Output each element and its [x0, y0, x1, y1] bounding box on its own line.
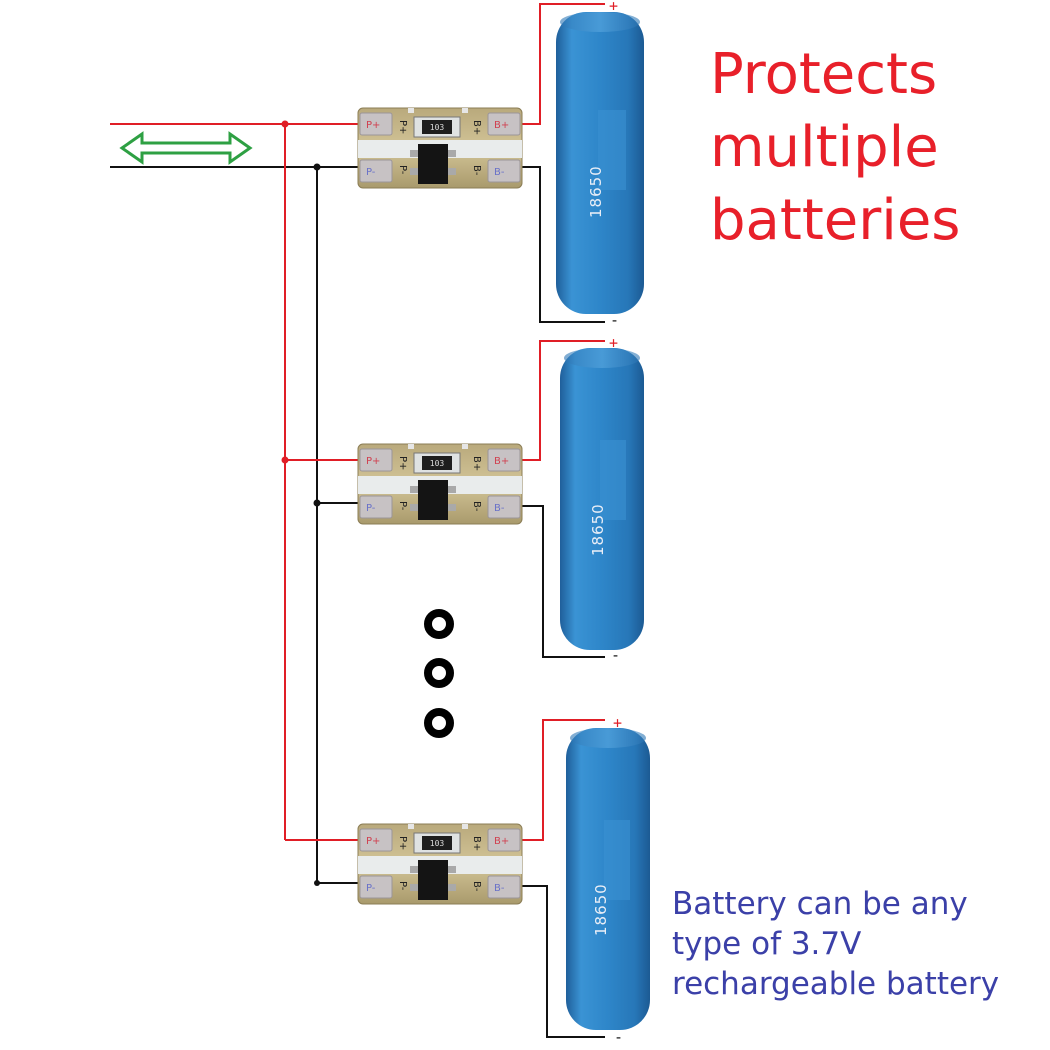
side-label: P-	[397, 881, 408, 891]
double-headed-arrow-icon	[119, 131, 253, 165]
pad-label: B-	[494, 167, 505, 178]
battery-cell: 18650 + -	[560, 334, 644, 664]
side-label: P+	[397, 120, 408, 134]
side-label: B-	[471, 165, 482, 176]
battery-positive-wire	[518, 719, 605, 841]
headline-line: batteries	[710, 188, 961, 253]
pad-b-minus	[487, 159, 521, 183]
protection-module: P+ B+ P- B- P+ P- B+ B- 103	[357, 3, 605, 323]
resistor-chip	[422, 456, 452, 470]
junction-dot	[313, 163, 321, 171]
resistor-chip	[422, 836, 452, 850]
headline-text: Protects multiple batteries	[710, 38, 1040, 257]
note-line: Battery can be any	[672, 886, 968, 922]
battery-label: 18650	[587, 165, 605, 218]
pad-p-minus	[359, 159, 393, 183]
pad-label: P-	[366, 883, 376, 894]
ic-chip	[418, 860, 448, 900]
side-label: P+	[397, 836, 408, 850]
side-label: P-	[397, 165, 408, 175]
pad-label: P-	[366, 503, 376, 514]
side-label: B-	[471, 501, 482, 512]
resistor-chip	[422, 120, 452, 134]
headline-line: Protects	[710, 42, 938, 107]
junction-dot	[314, 880, 320, 886]
pad-label: B+	[494, 120, 509, 131]
pad-label: P-	[366, 167, 376, 178]
note-line: rechargeable battery	[672, 966, 1000, 1002]
battery-cell: 18650 + -	[566, 714, 650, 1046]
ic-chip	[418, 480, 448, 520]
resistor-marking: 103	[430, 459, 445, 468]
side-label: B+	[471, 456, 482, 471]
pad-label: B+	[494, 836, 509, 847]
battery-negative-wire	[518, 885, 605, 1038]
side-label: P+	[397, 456, 408, 470]
battery-positive-wire	[518, 3, 605, 125]
battery-label: 18650	[589, 503, 607, 556]
battery-label: 18650	[592, 883, 610, 936]
pad-label: P+	[366, 120, 380, 131]
ic-chip	[418, 144, 448, 184]
pad-p-plus	[359, 112, 393, 136]
battery-plus-marker: +	[613, 714, 622, 732]
battery-minus-marker: -	[610, 311, 619, 329]
pad-label: B+	[494, 456, 509, 467]
resistor-marking: 103	[430, 123, 445, 132]
battery-plus-marker: +	[609, 0, 618, 15]
battery-plus-marker: +	[609, 334, 618, 352]
junction-dot	[313, 499, 321, 507]
battery-minus-marker: -	[614, 1028, 623, 1046]
battery-negative-wire	[518, 505, 605, 658]
pad-b-plus	[487, 828, 521, 852]
headline-line: multiple	[710, 115, 939, 180]
protection-module: P+ B+ P- B- P+ P- B+ B- 103	[357, 340, 605, 658]
pad-b-minus	[487, 495, 521, 519]
pad-p-minus	[359, 495, 393, 519]
pad-label: B-	[494, 883, 505, 894]
battery-positive-wire	[518, 340, 605, 461]
note-line: type of 3.7V	[672, 926, 862, 962]
protection-module: P+ B+ P- B- P+ P- B+ B- 103	[357, 719, 605, 1038]
junction-dot	[281, 120, 289, 128]
pad-b-plus	[487, 448, 521, 472]
junction-dot	[281, 456, 289, 464]
pad-label: P+	[366, 836, 380, 847]
pad-p-plus	[359, 828, 393, 852]
battery-negative-wire	[518, 166, 605, 323]
pad-b-plus	[487, 112, 521, 136]
pad-p-plus	[359, 448, 393, 472]
resistor-marking: 103	[430, 839, 445, 848]
pad-p-minus	[359, 875, 393, 899]
battery-note: Battery can be any type of 3.7V recharge…	[672, 884, 1044, 1004]
battery-minus-marker: -	[611, 646, 620, 664]
side-label: B+	[471, 836, 482, 851]
pad-b-minus	[487, 875, 521, 899]
vertical-dots-icon	[424, 609, 454, 738]
side-label: P-	[397, 501, 408, 511]
pad-label: P+	[366, 456, 380, 467]
pad-label: B-	[494, 503, 505, 514]
battery-cell: 18650 + -	[556, 0, 644, 329]
side-label: B-	[471, 881, 482, 892]
side-label: B+	[471, 120, 482, 135]
